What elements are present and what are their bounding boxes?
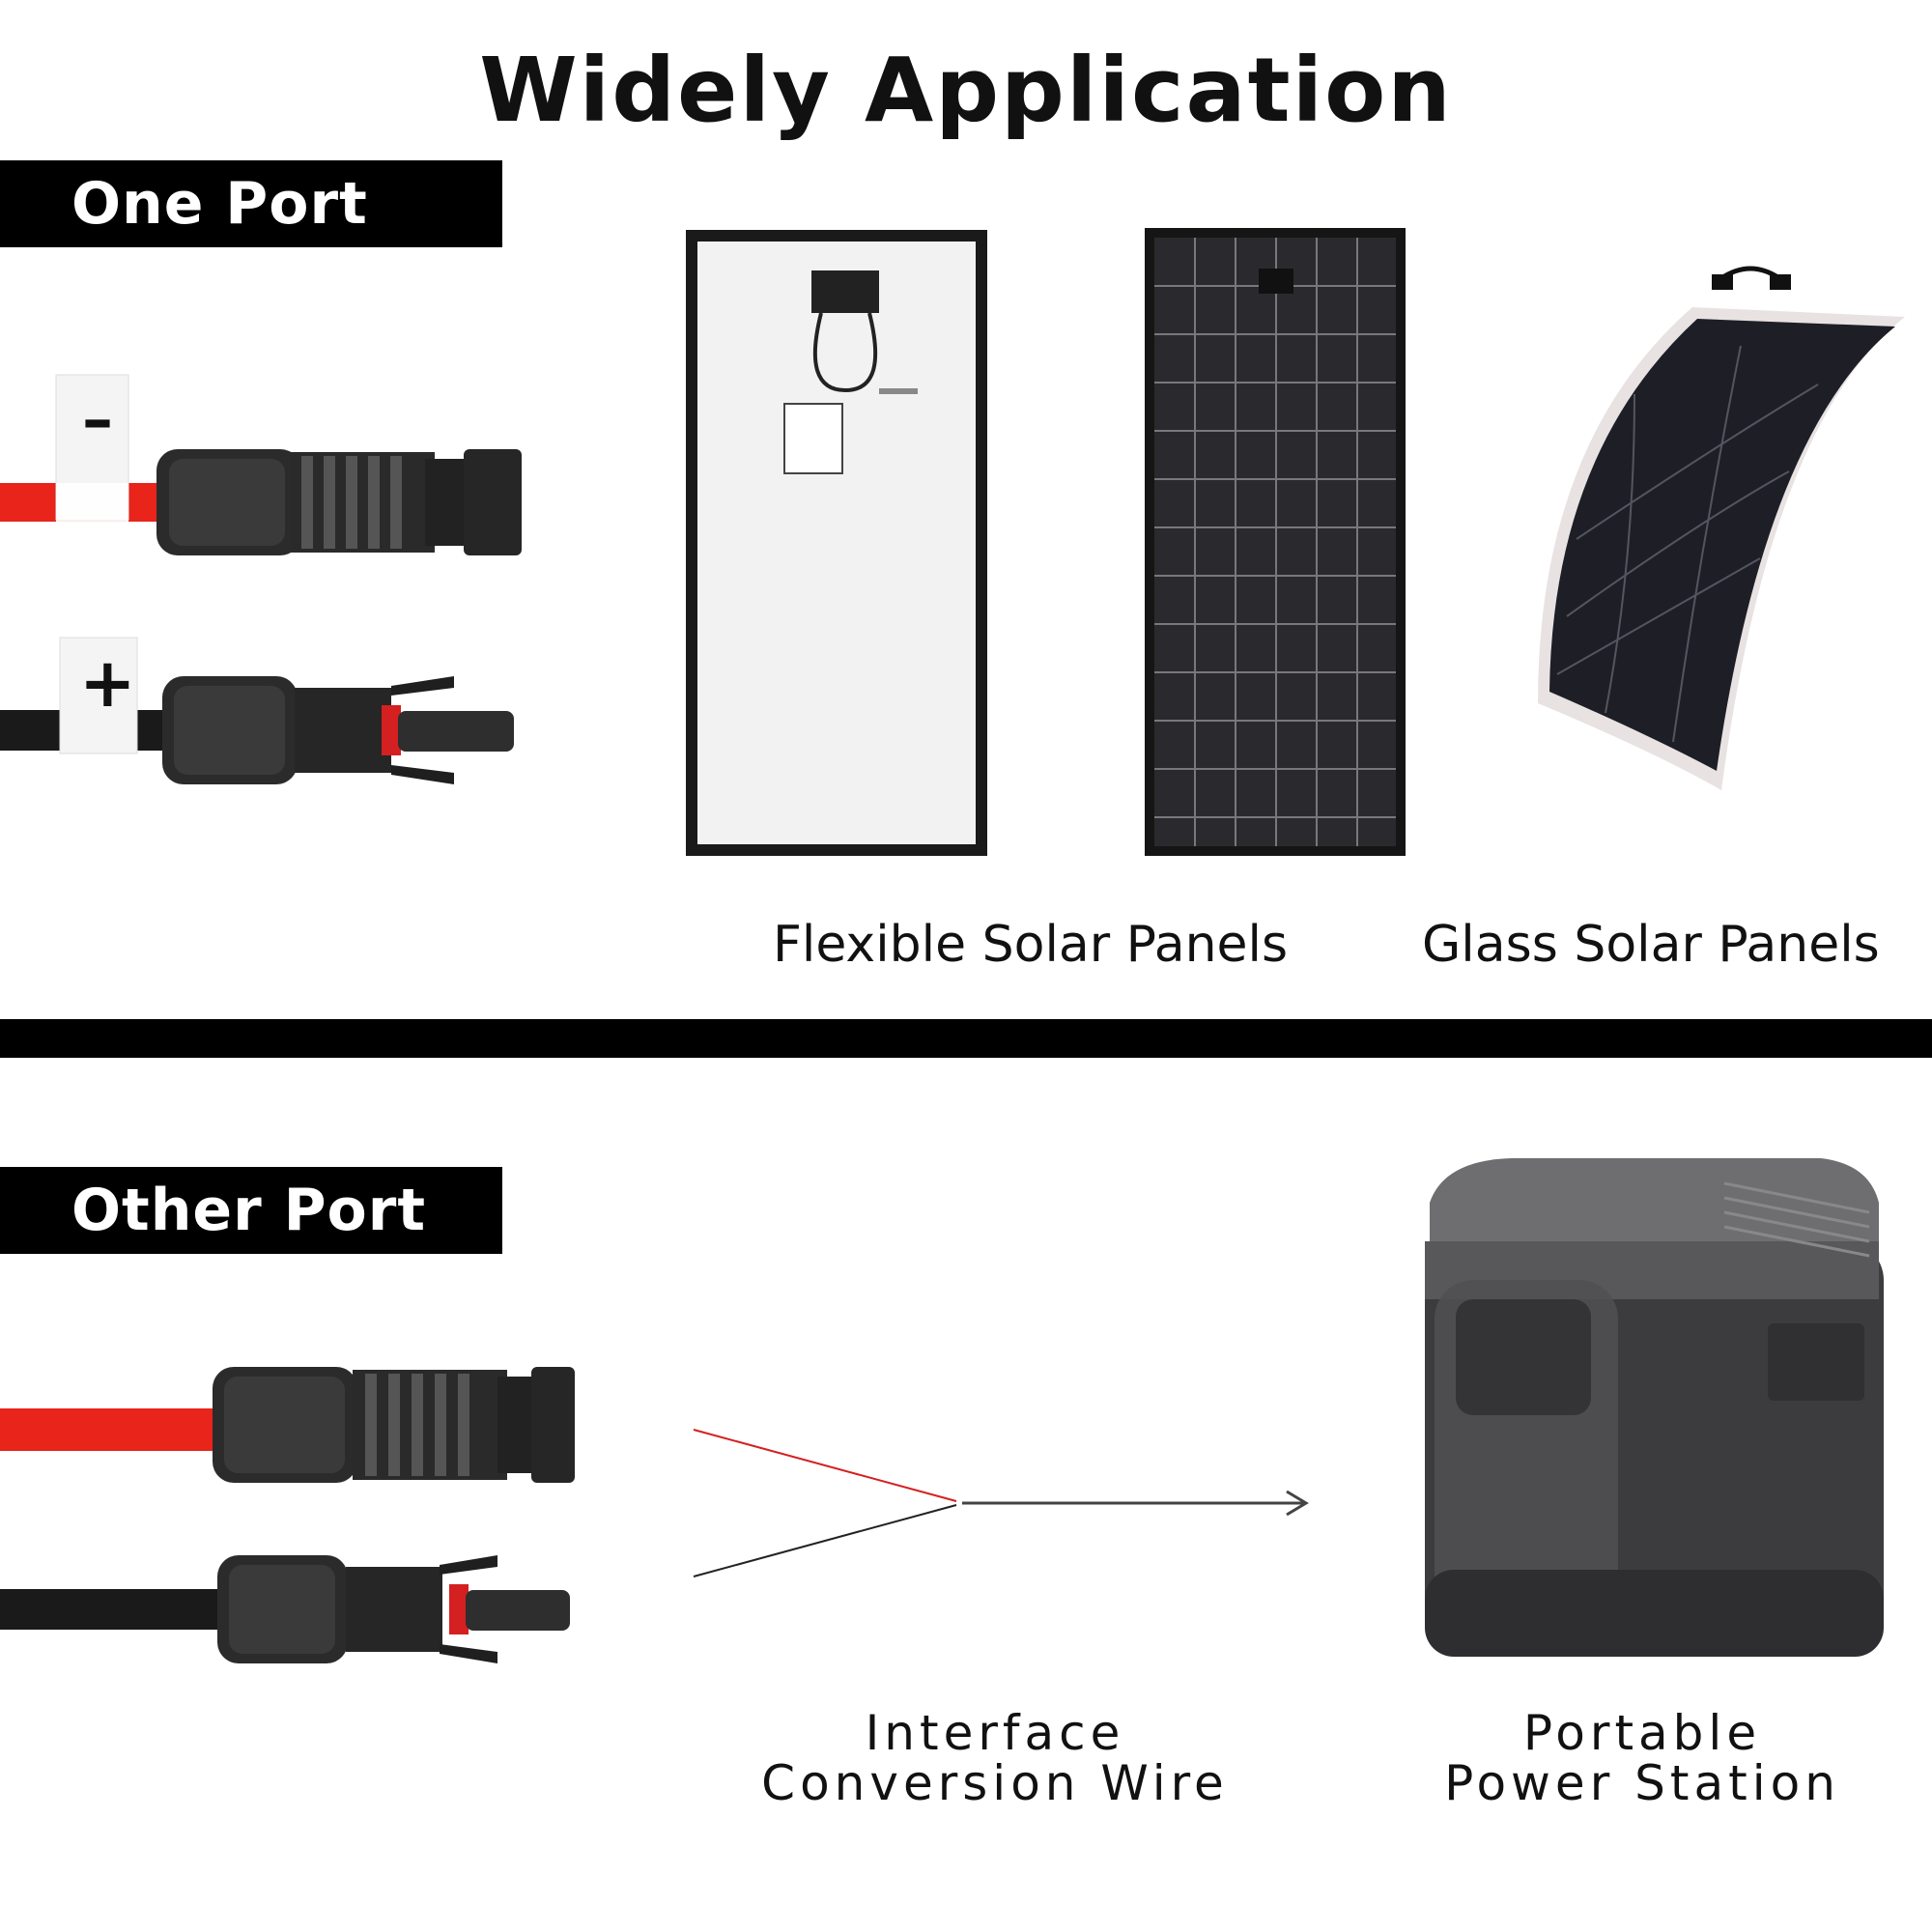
interface-caption: Interface Conversion Wire bbox=[734, 1708, 1256, 1808]
one-port-label: One Port bbox=[71, 170, 368, 238]
section-divider bbox=[0, 1019, 1932, 1058]
solar-panel-back-illustration bbox=[686, 230, 987, 856]
power-station-caption-line2: Power Station bbox=[1444, 1755, 1840, 1811]
power-station-caption: Portable Power Station bbox=[1391, 1708, 1893, 1808]
glass-panels-caption: Glass Solar Panels bbox=[1422, 916, 1880, 974]
power-station-illustration bbox=[1425, 1158, 1884, 1657]
plus-label: + bbox=[79, 643, 136, 723]
one-port-banner: One Port bbox=[0, 160, 502, 247]
flexible-panels-caption: Flexible Solar Panels bbox=[773, 916, 1289, 974]
interface-caption-line1: Interface bbox=[865, 1705, 1125, 1761]
page-title: Widely Application bbox=[479, 39, 1453, 142]
other-port-banner: Other Port bbox=[0, 1167, 502, 1254]
conversion-wire-arrow bbox=[693, 1429, 1309, 1577]
other-port-label: Other Port bbox=[71, 1177, 427, 1244]
minus-label: – bbox=[82, 384, 113, 456]
one-port-connectors-illustration bbox=[0, 374, 522, 784]
power-station-caption-line1: Portable bbox=[1522, 1705, 1762, 1761]
interface-caption-line2: Conversion Wire bbox=[761, 1755, 1229, 1811]
other-port-connectors-illustration bbox=[0, 1367, 575, 1663]
flexible-solar-panel-illustration bbox=[1538, 266, 1905, 790]
solar-panel-front-illustration bbox=[1145, 228, 1406, 856]
